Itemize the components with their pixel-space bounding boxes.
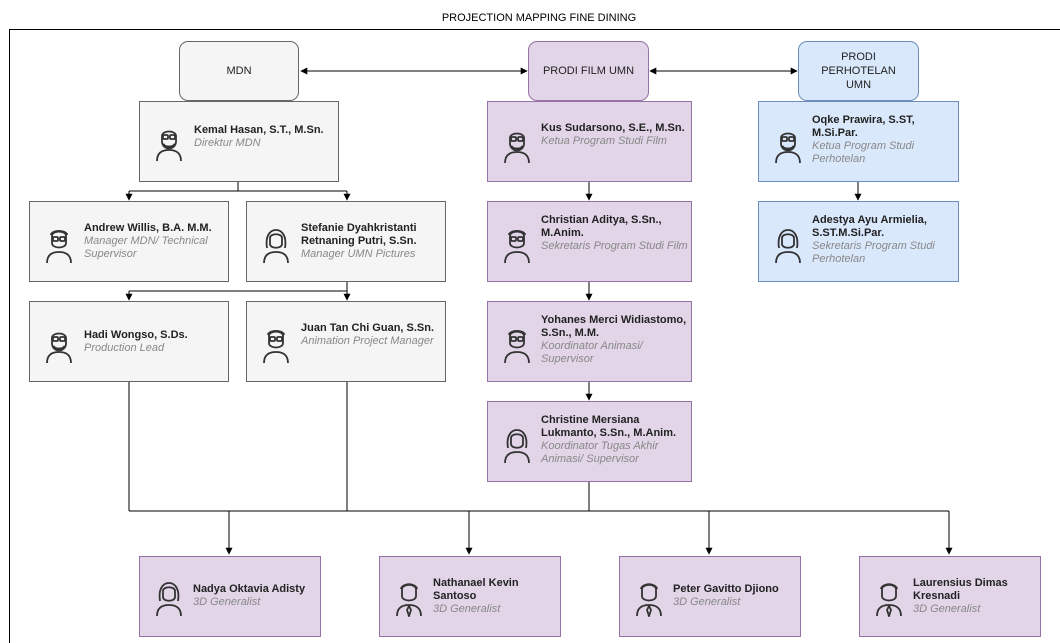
person-name: Christine Mersiana Lukmanto, S.Sn., M.An… — [541, 414, 677, 439]
card-nathanael: Nathanael Kevin Santoso 3D Generalist — [379, 556, 561, 637]
card-stefanie: Stefanie Dyahkristanti Retnaning Putri, … — [246, 201, 446, 282]
card-hadi: Hadi Wongso, S.Ds. Production Lead — [29, 301, 229, 382]
male-glasses-avatar-icon — [46, 230, 72, 264]
male-glasses-avatar-icon — [504, 330, 530, 364]
person-name: Peter Gavitto Djiono — [673, 583, 779, 595]
card-kemal: Kemal Hasan, S.T., M.Sn. Direktur MDN — [139, 101, 339, 182]
person-role: 3D Generalist — [193, 596, 261, 608]
person-role: Direktur MDN — [194, 137, 261, 149]
person-role: Manager UMN Pictures — [301, 248, 416, 260]
person-role: 3D Generalist — [433, 603, 501, 615]
frame-top-border — [9, 29, 1060, 30]
card-adestya: Adestya Ayu Armielia, S.ST.M.Si.Par. Sek… — [758, 201, 959, 282]
person-name: Yohanes Merci Widiastomo, S.Sn., M.M. — [541, 314, 687, 339]
female-avatar-icon — [156, 582, 182, 617]
card-christian: Christian Aditya, S.Sn., M.Anim. Sekreta… — [487, 201, 692, 282]
person-name: Kus Sudarsono, S.E., M.Sn. — [541, 122, 685, 134]
department-mdn: MDN — [179, 41, 299, 101]
person-role: Koordinator Tugas Akhir Animasi/ Supervi… — [541, 440, 659, 465]
card-nadya: Nadya Oktavia Adisty 3D Generalist — [139, 556, 321, 637]
person-role: Manager MDN/ Technical Supervisor — [84, 235, 208, 260]
card-juan: Juan Tan Chi Guan, S.Sn. Animation Proje… — [246, 301, 446, 382]
person-role: Ketua Program Studi Perhotelan — [812, 140, 915, 165]
male-beard-avatar-icon — [46, 332, 72, 364]
male-beard-avatar-icon — [504, 132, 530, 164]
person-role: 3D Generalist — [673, 596, 741, 608]
person-role: 3D Generalist — [913, 603, 981, 615]
person-name: Stefanie Dyahkristanti Retnaning Putri, … — [301, 222, 417, 247]
male-beard-avatar-icon — [775, 132, 801, 164]
male-tie-avatar-icon — [636, 583, 662, 617]
female-avatar-icon — [504, 429, 530, 464]
card-christine: Christine Mersiana Lukmanto, S.Sn., M.An… — [487, 401, 692, 482]
person-role: Koordinator Animasi/ Supervisor — [541, 340, 643, 365]
person-name: Andrew Willis, B.A. M.M. — [84, 222, 212, 234]
person-role: Animation Project Manager — [301, 335, 434, 347]
department-mdn-label: MDN — [226, 64, 252, 77]
person-role: Sekretaris Program Studi Film — [541, 240, 688, 252]
department-hotel: PRODI PERHOTELAN UMN — [798, 41, 919, 101]
person-name: Juan Tan Chi Guan, S.Sn. — [301, 322, 435, 334]
card-oqke: Oqke Prawira, S.ST, M.Si.Par. Ketua Prog… — [758, 101, 959, 182]
person-name: Hadi Wongso, S.Ds. — [84, 329, 188, 341]
female-avatar-icon — [775, 229, 801, 264]
department-hotel-label: PRODI PERHOTELAN UMN — [821, 50, 896, 92]
person-role: Ketua Program Studi Film — [541, 135, 667, 147]
person-name: Christian Aditya, S.Sn., M.Anim. — [541, 214, 662, 239]
female-avatar-icon — [263, 229, 289, 264]
person-role: Production Lead — [84, 342, 165, 354]
male-tie-avatar-icon — [396, 583, 422, 617]
person-name: Nadya Oktavia Adisty — [193, 583, 306, 595]
department-film-label: PRODI FILM UMN — [542, 64, 635, 77]
person-name: Laurensius Dimas Kresnadi — [913, 577, 1008, 602]
person-name: Kemal Hasan, S.T., M.Sn. — [194, 124, 324, 136]
person-name: Nathanael Kevin Santoso — [433, 577, 519, 602]
department-film: PRODI FILM UMN — [528, 41, 649, 101]
person-name: Oqke Prawira, S.ST, M.Si.Par. — [812, 114, 915, 139]
male-glasses-avatar-icon — [263, 330, 289, 364]
male-tie-avatar-icon — [876, 583, 902, 617]
person-role: Sekretaris Program Studi Perhotelan — [812, 240, 935, 265]
card-peter: Peter Gavitto Djiono 3D Generalist — [619, 556, 801, 637]
card-kus: Kus Sudarsono, S.E., M.Sn. Ketua Program… — [487, 101, 692, 182]
card-laurensius: Laurensius Dimas Kresnadi 3D Generalist — [859, 556, 1041, 637]
card-yohanes: Yohanes Merci Widiastomo, S.Sn., M.M. Ko… — [487, 301, 692, 382]
card-andrew: Andrew Willis, B.A. M.M. Manager MDN/ Te… — [29, 201, 229, 282]
frame-left-border — [9, 29, 10, 643]
page-title: PROJECTION MAPPING FINE DINING — [441, 12, 637, 24]
person-name: Adestya Ayu Armielia, S.ST.M.Si.Par. — [812, 214, 927, 239]
male-glasses-avatar-icon — [504, 230, 530, 264]
male-beard-avatar-icon — [156, 130, 182, 162]
